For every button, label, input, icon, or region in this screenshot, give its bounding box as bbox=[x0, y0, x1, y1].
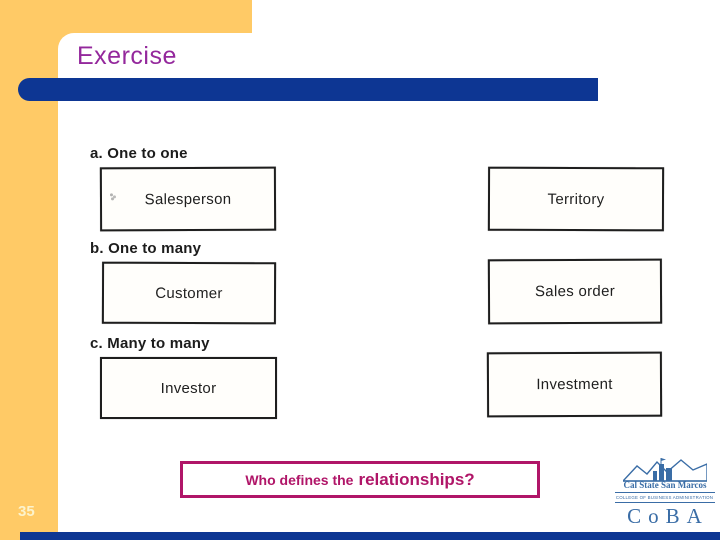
entity-box-label: Territory bbox=[547, 190, 605, 208]
section-label-one-to-many: b. One to many bbox=[90, 240, 202, 257]
entity-box-salesperson: Salesperson bbox=[99, 166, 277, 232]
entity-box-label: Investor bbox=[160, 379, 217, 397]
section-label-many-to-many: c. Many to many bbox=[90, 335, 210, 352]
question-emphasis: relationships? bbox=[358, 469, 475, 489]
title-underline-bar bbox=[18, 78, 598, 101]
question-callout: Who defines the relationships? bbox=[180, 461, 540, 498]
logo-institution-text: Cal State San Marcos bbox=[623, 480, 707, 490]
entity-box-label: Salesperson bbox=[144, 190, 232, 208]
logo-college-text: COLLEGE OF BUSINESS ADMINISTRATION bbox=[616, 495, 714, 500]
entity-box-investment: Investment bbox=[486, 351, 663, 418]
entity-box-investor: Investor bbox=[100, 357, 277, 419]
entity-box-label: Investment bbox=[536, 375, 613, 394]
entity-box-label: Customer bbox=[155, 284, 223, 302]
bottom-accent-bar bbox=[20, 532, 720, 540]
question-prefix: Who defines the bbox=[245, 471, 354, 488]
entity-box-customer: Customer bbox=[101, 261, 277, 325]
logo-acronym-text: CoBA bbox=[627, 504, 709, 528]
entity-box-label: Sales order bbox=[534, 282, 616, 301]
entity-box-territory: Territory bbox=[487, 166, 665, 232]
university-logo: Cal State San Marcos COLLEGE OF BUSINESS… bbox=[612, 456, 718, 529]
university-skyline-icon bbox=[623, 458, 707, 482]
scan-smudge bbox=[109, 193, 113, 197]
logo-college-line: COLLEGE OF BUSINESS ADMINISTRATION bbox=[615, 492, 715, 503]
section-label-one-to-one: a. One to one bbox=[90, 145, 188, 162]
page-number: 35 bbox=[18, 503, 35, 520]
page-title: Exercise bbox=[77, 42, 177, 70]
entity-box-sales-order: Sales order bbox=[487, 258, 663, 325]
